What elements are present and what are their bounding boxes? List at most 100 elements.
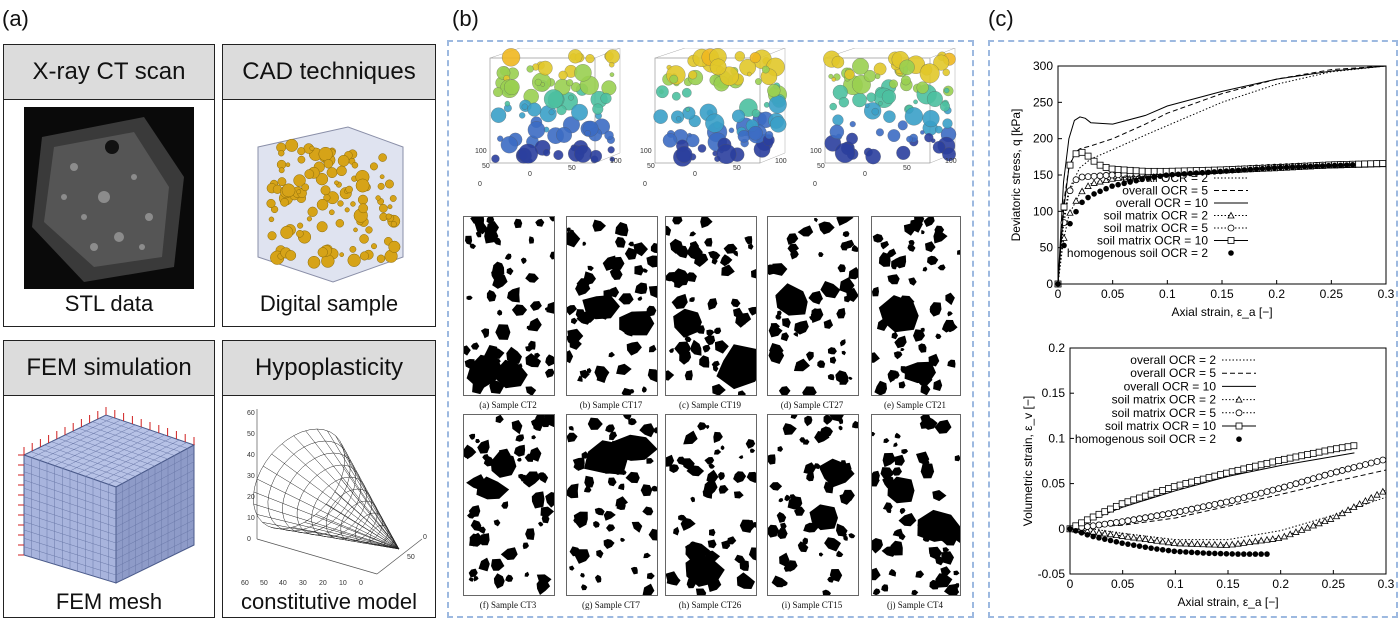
y-tick-label: 100 xyxy=(1033,204,1053,218)
data-point xyxy=(1067,220,1073,227)
sphere-particle xyxy=(737,130,751,143)
gold-particle xyxy=(365,226,373,234)
gold-particle xyxy=(378,153,387,162)
data-point xyxy=(1165,485,1172,492)
data-point xyxy=(1181,171,1188,177)
data-point xyxy=(1141,492,1149,500)
sample-caption: (i) Sample CT15 xyxy=(781,600,843,610)
sphere-particle xyxy=(504,79,520,96)
sphere-particle xyxy=(920,130,925,135)
gold-particle xyxy=(280,198,289,207)
sphere-particle xyxy=(728,127,735,134)
gold-particle xyxy=(388,240,401,253)
gold-particle xyxy=(375,195,381,201)
sphere-particle xyxy=(669,74,679,84)
data-point xyxy=(1154,546,1160,552)
sample-caption: (j) Sample CT4 xyxy=(887,600,943,610)
sphere-particle xyxy=(521,103,528,110)
sample-caption: (h) Sample CT26 xyxy=(678,600,742,610)
data-point xyxy=(1153,488,1161,496)
data-point xyxy=(1373,160,1381,168)
data-point xyxy=(1373,490,1381,498)
data-point xyxy=(1090,533,1096,540)
data-point xyxy=(1096,535,1102,541)
data-point xyxy=(1101,508,1109,516)
data-point xyxy=(1072,196,1080,204)
sphere-particle xyxy=(526,65,534,73)
cone-x-tick: 0 xyxy=(359,580,363,587)
data-point xyxy=(1170,509,1178,517)
legend-label: overall OCR = 10 xyxy=(1124,379,1217,393)
legend-label: homogenous soil OCR = 2 xyxy=(1067,246,1208,260)
data-point xyxy=(1240,465,1248,473)
sphere-particle xyxy=(585,54,595,64)
data-point xyxy=(1227,211,1235,219)
sphere-particle xyxy=(922,110,940,128)
sphere-particle xyxy=(568,49,583,64)
gold-particle xyxy=(285,162,291,168)
data-point xyxy=(1301,163,1308,170)
sphere-particle xyxy=(871,107,879,116)
data-point xyxy=(1350,503,1358,510)
sphere-particle xyxy=(846,132,858,145)
gold-particle xyxy=(345,185,353,194)
sphere-particle xyxy=(584,130,591,137)
sphere-particle xyxy=(497,135,504,142)
data-point xyxy=(1199,475,1207,483)
data-point xyxy=(1246,492,1253,500)
gold-particle xyxy=(307,255,321,269)
sphere-particle xyxy=(900,75,911,86)
sphere-particle xyxy=(697,144,707,153)
gold-particle xyxy=(304,169,315,179)
sphere-particle xyxy=(852,92,867,108)
sphere-particle xyxy=(519,112,526,119)
gold-particle xyxy=(301,183,310,192)
x-tick-label: 0.3 xyxy=(1378,287,1395,301)
sphere-particle xyxy=(904,107,924,126)
data-point xyxy=(1269,458,1277,466)
data-point xyxy=(1083,523,1091,530)
sphere-particle xyxy=(838,97,850,108)
x-tick-label: 0.2 xyxy=(1268,287,1285,301)
data-point xyxy=(1165,510,1172,518)
data-point xyxy=(1176,539,1184,547)
sphere-particle xyxy=(831,55,845,69)
data-point xyxy=(1096,177,1104,185)
data-point xyxy=(1066,187,1074,195)
gold-particle xyxy=(387,204,393,210)
cube-axis-tick: 100 xyxy=(475,148,487,155)
sphere-particle xyxy=(896,145,911,160)
y-axis-label: Deviatoric stress, q [kPa] xyxy=(1009,109,1023,242)
data-point xyxy=(1257,536,1265,544)
x-tick-label: 0.05 xyxy=(1111,577,1135,591)
data-point xyxy=(1072,150,1080,158)
data-point xyxy=(1112,519,1120,526)
cone-z-tick: 10 xyxy=(247,515,255,522)
data-point xyxy=(1083,516,1091,524)
gold-particle xyxy=(349,245,357,253)
data-point xyxy=(1096,161,1104,169)
x-tick-label: 0.25 xyxy=(1320,287,1344,301)
series-homogenous-soil-ocr-2 xyxy=(1067,526,1270,557)
sample-slice xyxy=(871,216,961,396)
data-point xyxy=(1245,538,1254,546)
sphere-particle xyxy=(540,82,545,87)
series-overall-ocr-2 xyxy=(1057,65,1387,285)
sphere-particle xyxy=(500,136,518,154)
sphere-particle xyxy=(686,133,700,148)
data-point xyxy=(1309,449,1317,457)
data-point xyxy=(1072,527,1079,534)
data-point xyxy=(1142,544,1149,550)
x-tick-label: 0.1 xyxy=(1167,577,1184,591)
data-point xyxy=(1205,502,1213,509)
data-point xyxy=(1145,175,1151,181)
sphere-particle xyxy=(709,58,727,76)
data-point xyxy=(1078,529,1085,536)
data-point xyxy=(1084,531,1091,538)
gold-particle xyxy=(297,222,304,229)
data-point xyxy=(1159,546,1166,553)
data-point xyxy=(1307,163,1314,170)
sphere-particle xyxy=(571,103,588,121)
sphere-particle xyxy=(675,116,682,122)
data-point xyxy=(1251,491,1259,499)
